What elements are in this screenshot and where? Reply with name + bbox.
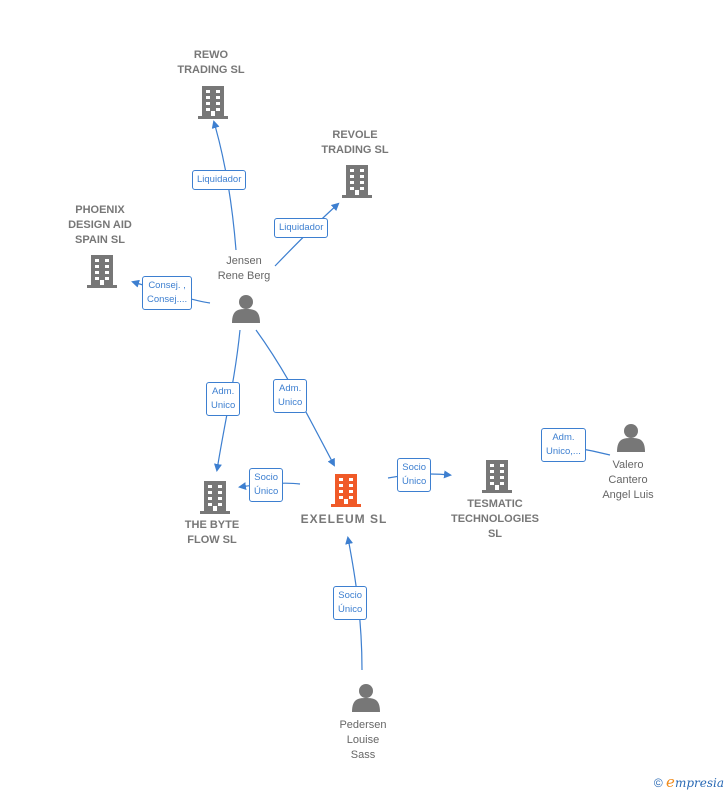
- edge-label-socio-tesmatic: Socio Único: [397, 458, 432, 492]
- edge-label-adm-byteflow: Adm. Unico: [206, 382, 241, 416]
- node-label-rewo[interactable]: REWO TRADING SL: [177, 49, 245, 76]
- node-label-phoenix[interactable]: PHOENIX DESIGN AID SPAIN SL: [68, 204, 132, 246]
- node-label-revole[interactable]: REVOLE TRADING SL: [321, 129, 389, 156]
- jensen-person-icon: [232, 295, 260, 323]
- tesmatic-building-icon: [482, 460, 512, 493]
- node-label-byteflow[interactable]: THE BYTE FLOW SL: [184, 519, 240, 546]
- empresia-watermark: © empresia: [654, 773, 724, 791]
- exeleum-building-icon[interactable]: [331, 474, 361, 507]
- node-label-exeleum[interactable]: EXELEUM SL: [300, 512, 388, 526]
- edge-label-adm-exeleum: Adm. Unico: [273, 379, 308, 413]
- node-label-pedersen[interactable]: Pedersen Louise Sass: [339, 719, 387, 761]
- edge-label-consej-phoenix: Consej. , Consej....: [142, 276, 193, 310]
- node-label-tesmatic[interactable]: TESMATIC TECHNOLOGIES SL: [450, 498, 539, 540]
- node-label-valero[interactable]: Valero Cantero Angel Luis: [602, 459, 654, 501]
- copyright-icon: ©: [653, 776, 663, 790]
- phoenix-building-icon: [87, 255, 117, 288]
- brand-initial: e: [666, 773, 675, 791]
- edge-label-liquidador-rewo: Liquidador: [192, 170, 247, 190]
- brand-name: mpresia: [674, 776, 724, 790]
- rewo-building-icon: [198, 86, 228, 119]
- edge-label-socio-exeleum: Socio Único: [333, 586, 368, 620]
- edge-label-liquidador-revole: Liquidador: [274, 218, 329, 238]
- byteflow-building-icon: [200, 481, 230, 514]
- edge-label-adm-tesmatic: Adm. Unico,...: [541, 428, 586, 462]
- edge-label-socio-byteflow: Socio Único: [249, 468, 284, 502]
- valero-person-icon: [617, 424, 645, 452]
- node-label-jensen[interactable]: Jensen Rene Berg: [217, 255, 271, 282]
- pedersen-person-icon: [352, 684, 380, 712]
- revole-building-icon: [342, 165, 372, 198]
